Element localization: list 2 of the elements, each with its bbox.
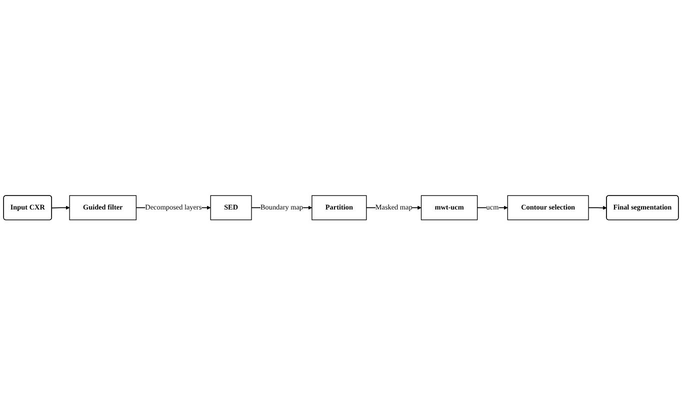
arrow [588,206,607,210]
arrow [51,206,70,210]
